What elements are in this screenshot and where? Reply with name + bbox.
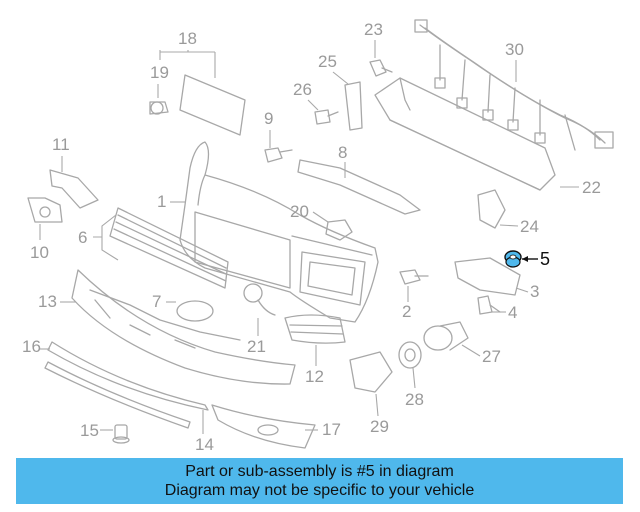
- label-part-26: 26: [293, 80, 312, 99]
- label-part-23: 23: [364, 20, 383, 39]
- label-part-25: 25: [318, 52, 337, 71]
- label-part-21: 21: [247, 337, 266, 356]
- label-part-3: 3: [530, 282, 539, 301]
- part-11-bracket: [49, 169, 99, 209]
- part-28-sensor-ring: [398, 341, 422, 369]
- label-part-16: 16: [22, 337, 41, 356]
- part-25-bracket: [344, 81, 363, 131]
- label-part-30: 30: [505, 40, 524, 59]
- part-3-side-bracket: [454, 257, 521, 296]
- part-7-emblem: [176, 300, 214, 322]
- part-23-bolt: [369, 59, 393, 77]
- part-16-trim-strip: [44, 341, 209, 429]
- part-4-bolt: [477, 295, 501, 315]
- part-22-reinforcement: [374, 77, 556, 191]
- part-18-license-bracket: [179, 74, 246, 136]
- label-part-12: 12: [305, 367, 324, 386]
- label-part-27: 27: [482, 347, 501, 366]
- info-banner: Part or sub-assembly is #5 in diagram Di…: [16, 458, 623, 504]
- label-part-10: 10: [30, 243, 49, 262]
- part-30-wiring-harness: [414, 19, 614, 151]
- label-part-15: 15: [80, 421, 99, 440]
- label-part-22: 22: [582, 178, 601, 197]
- label-part-11: 11: [52, 135, 70, 154]
- part-17-lower-molding: [211, 404, 316, 449]
- label-part-7: 7: [152, 292, 161, 311]
- label-part-19: 19: [150, 63, 169, 82]
- label-part-20: 20: [290, 202, 309, 221]
- label-part-9: 9: [264, 109, 273, 128]
- part-12-fog-grille: [284, 314, 346, 344]
- part-8-bracket: [297, 159, 421, 215]
- banner-line-2: Diagram may not be specific to your vehi…: [164, 482, 475, 499]
- label-part-14: 14: [195, 435, 214, 454]
- part-27-sensor: [423, 321, 469, 351]
- label-part-5: 5: [540, 249, 550, 269]
- label-part-17: 17: [322, 420, 341, 439]
- label-part-24: 24: [520, 217, 539, 236]
- label-part-4: 4: [508, 303, 517, 322]
- part-19-clip: [149, 101, 169, 115]
- part-2-bolt: [399, 269, 429, 285]
- arrow-icon: [522, 256, 528, 262]
- label-part-6: 6: [78, 228, 87, 247]
- part-5-nut[interactable]: [504, 250, 522, 268]
- part-15-clip: [112, 424, 130, 444]
- label-part-2: 2: [402, 302, 411, 321]
- part-20-tow-cap: [325, 219, 353, 241]
- label-part-18: 18: [178, 29, 197, 48]
- part-21-harness: [243, 283, 276, 316]
- label-part-29: 29: [370, 417, 389, 436]
- part-1-bumper-cover: [179, 141, 379, 323]
- parts-diagram: 1 6 7 13 16 14 15 17 11: [22, 19, 614, 454]
- part-29-bracket: [349, 351, 393, 393]
- banner-line-1: Part or sub-assembly is #5 in diagram: [185, 463, 454, 480]
- part-9-bolt: [264, 147, 293, 163]
- label-part-8: 8: [338, 143, 347, 162]
- label-part-28: 28: [405, 390, 424, 409]
- part-24-bracket: [477, 189, 506, 229]
- label-part-13: 13: [38, 292, 57, 311]
- label-part-1: 1: [157, 192, 166, 211]
- part-26-bolt: [314, 109, 339, 125]
- part-13-lower-grille: [71, 269, 296, 385]
- part-6-grille: [109, 207, 229, 289]
- part-10-bracket: [27, 197, 63, 223]
